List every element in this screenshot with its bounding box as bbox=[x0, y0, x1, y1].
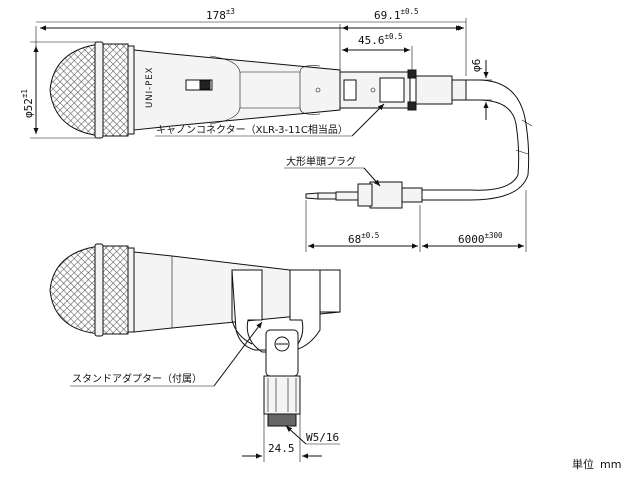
dim-thread: W5/16 bbox=[306, 431, 339, 444]
dim-connector-to-cable: 69.1±0.5 bbox=[374, 7, 419, 22]
mic-head-ring bbox=[94, 41, 104, 139]
dim-adapter-width: 24.5 bbox=[268, 442, 295, 455]
brand-text: UNI-PEX bbox=[145, 67, 155, 108]
label-stand-adapter: スタンドアダプター（付属） bbox=[72, 372, 202, 385]
mic-head-mesh bbox=[49, 43, 129, 137]
cable bbox=[420, 79, 533, 201]
callout-leaders bbox=[70, 103, 385, 387]
dim-plug-length: 68±0.5 bbox=[348, 231, 379, 246]
dim-head-diameter: φ52±1 bbox=[20, 89, 35, 118]
mic-switch bbox=[185, 79, 213, 91]
dim-connector-length: 45.6±0.5 bbox=[358, 32, 403, 47]
large-phone-plug bbox=[305, 181, 423, 209]
dim-total-length: 178±3 bbox=[206, 7, 235, 22]
mic-handle bbox=[133, 49, 341, 131]
dim-cable-diameter: φ6 bbox=[470, 59, 483, 72]
thread-socket bbox=[267, 413, 297, 427]
mic-with-stand-view bbox=[49, 243, 341, 427]
dimension-lines bbox=[30, 18, 527, 462]
label-cannon-connector: キャノンコネクター（XLR-3-11C相当品） bbox=[156, 123, 348, 136]
dim-cable-length: 6000±300 bbox=[458, 231, 503, 246]
label-large-plug: 大形単頭プラグ bbox=[286, 155, 356, 168]
mic2-head-mesh bbox=[49, 245, 129, 335]
mic-side-view: UNI-PEX bbox=[49, 41, 467, 139]
stand-clip bbox=[231, 269, 341, 353]
